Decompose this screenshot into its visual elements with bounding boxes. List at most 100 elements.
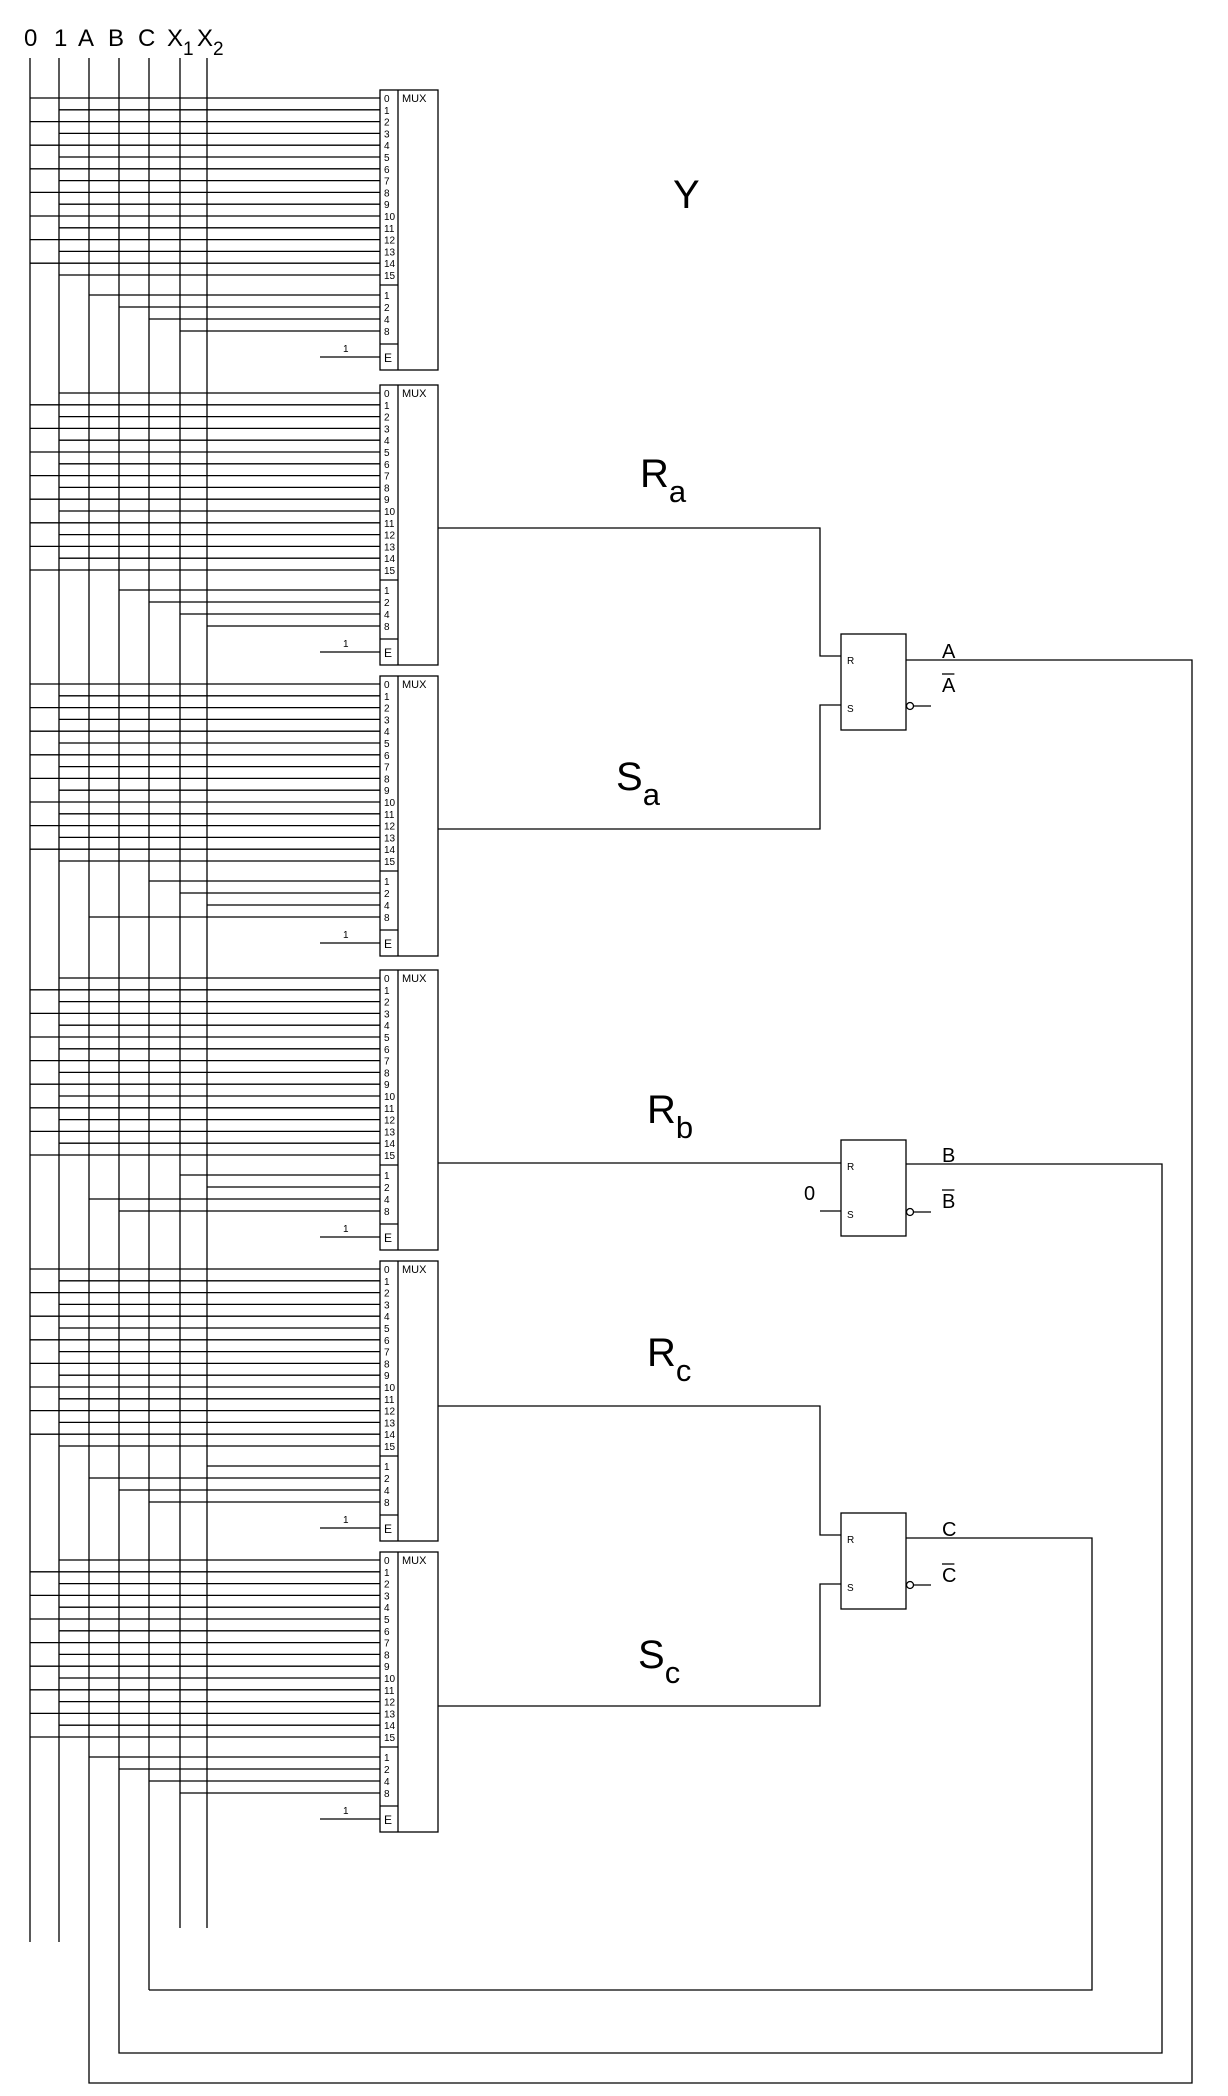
mux-data-pin-label: 10 (384, 1674, 396, 1685)
inverter-bubble (905, 1580, 915, 1590)
mux-data-pin-label: 1 (384, 692, 390, 703)
mux-data-pin-label: 12 (384, 1407, 396, 1418)
mux-output-label-sc: Sc (638, 1633, 680, 1690)
mux-enable-value: 1 (343, 639, 349, 650)
inverter-bubble (905, 1207, 915, 1217)
mux-data-pin-label: 13 (384, 1709, 396, 1720)
mux-data-pin-label: 7 (384, 177, 390, 188)
bus-label-a: A (78, 25, 94, 52)
mux-data-pin-label: 13 (384, 833, 396, 844)
mux-data-pin-label: 10 (384, 798, 396, 809)
mux-data-pin-label: 8 (384, 1650, 390, 1661)
mux-data-pin-label: 15 (384, 1151, 396, 1162)
mux-body (379, 1551, 439, 1833)
mux-data-pin-label: 11 (384, 810, 395, 821)
mux-data-pin-label: 11 (384, 224, 395, 235)
mux-data-pin-label: 14 (384, 1430, 396, 1441)
mux-data-pin-label: 11 (384, 519, 395, 530)
mux-select-pin-label: 1 (384, 586, 390, 597)
feedback-c (149, 1537, 1093, 1991)
flip-flop-r-pin: R (847, 1162, 854, 1173)
mux-data-pin-label: 8 (384, 483, 390, 494)
flip-flop-s-pin: S (847, 704, 854, 715)
mux-data-pin-label: 1 (384, 986, 390, 997)
mux-data-pin-label: 7 (384, 1057, 390, 1068)
mux-data-pin-label: 14 (384, 554, 396, 565)
mux-data-pin-label: 2 (384, 998, 390, 1009)
flip-flop-s-pin: S (847, 1210, 854, 1221)
flip-flop-body (840, 1512, 907, 1610)
q-output-label: C (942, 1519, 956, 1541)
mux-data-pin-label: 10 (384, 1383, 396, 1394)
mux-data-pin-label: 9 (384, 1080, 390, 1091)
inverter-bubble (905, 701, 915, 711)
mux-data-pin-label: 8 (384, 188, 390, 199)
mux-data-pin-label: 2 (384, 1289, 390, 1300)
wire-sa (438, 704, 841, 830)
mux-data-pin-label: 15 (384, 271, 396, 282)
mux-select-pin-label: 2 (384, 1765, 390, 1776)
mux-data-pin-label: 8 (384, 1068, 390, 1079)
mux-output-label-rc: Rc (647, 1331, 691, 1388)
mux-data-pin-label: 7 (384, 1348, 390, 1359)
mux-enable-value: 1 (343, 1224, 349, 1235)
mux-data-pin-label: 8 (384, 1359, 390, 1370)
mux-title: MUX (402, 93, 427, 105)
mux-data-pin-label: 9 (384, 1662, 390, 1673)
mux-enable-value: 1 (343, 930, 349, 941)
flip-flop-body (840, 1139, 907, 1237)
wire-sc (438, 1583, 841, 1707)
mux-select-pin-label: 2 (384, 889, 390, 900)
mux-enable-label: E (384, 1813, 392, 1827)
mux-select-pin-label: 8 (384, 1498, 390, 1509)
mux-select-pin-label: 4 (384, 1777, 390, 1788)
mux-data-pin-label: 9 (384, 495, 390, 506)
feedback-b (118, 1163, 1163, 2054)
mux-enable-label: E (384, 1522, 392, 1536)
wire-rc (438, 1405, 841, 1536)
mux-select-pin-label: 8 (384, 1789, 390, 1800)
mux-select-pin-label: 8 (384, 1207, 390, 1218)
mux-body (379, 1260, 439, 1542)
mux-data-pin-label: 15 (384, 1442, 396, 1453)
mux-data-pin-label: 5 (384, 739, 390, 750)
mux-data-pin-label: 9 (384, 786, 390, 797)
mux-data-pin-label: 10 (384, 507, 396, 518)
mux-data-pin-label: 1 (384, 1568, 390, 1579)
mux-select-pin-label: 1 (384, 1753, 390, 1764)
mux-enable-label: E (384, 1231, 392, 1245)
mux-enable-label: E (384, 351, 392, 365)
mux-body (379, 384, 439, 666)
mux-body (379, 89, 439, 371)
mux-data-pin-label: 10 (384, 1092, 396, 1103)
mux-data-pin-label: 12 (384, 531, 396, 542)
mux-data-pin-label: 0 (384, 680, 390, 691)
mux-data-pin-label: 5 (384, 1324, 390, 1335)
mux-data-pin-label: 3 (384, 424, 390, 435)
mux-data-pin-label: 0 (384, 1265, 390, 1276)
mux-select-pin-label: 2 (384, 1474, 390, 1485)
mux-data-pin-label: 11 (384, 1686, 395, 1697)
mux-data-pin-label: 0 (384, 94, 390, 105)
mux-data-pin-label: 13 (384, 542, 396, 553)
mux-enable-value: 1 (343, 1806, 349, 1817)
mux-data-pin-label: 6 (384, 460, 390, 471)
flip-flop-body (840, 633, 907, 731)
mux-select-pin-label: 2 (384, 303, 390, 314)
mux-data-pin-label: 13 (384, 1127, 396, 1138)
qbar-output-label: B (942, 1191, 955, 1213)
mux-data-pin-label: 2 (384, 1580, 390, 1591)
mux-data-pin-label: 3 (384, 1300, 390, 1311)
mux-data-pin-label: 14 (384, 1721, 396, 1732)
qbar-output-label: C (942, 1565, 956, 1587)
mux-data-pin-label: 5 (384, 448, 390, 459)
mux-enable-label: E (384, 646, 392, 660)
mux-data-pin-label: 6 (384, 1627, 390, 1638)
